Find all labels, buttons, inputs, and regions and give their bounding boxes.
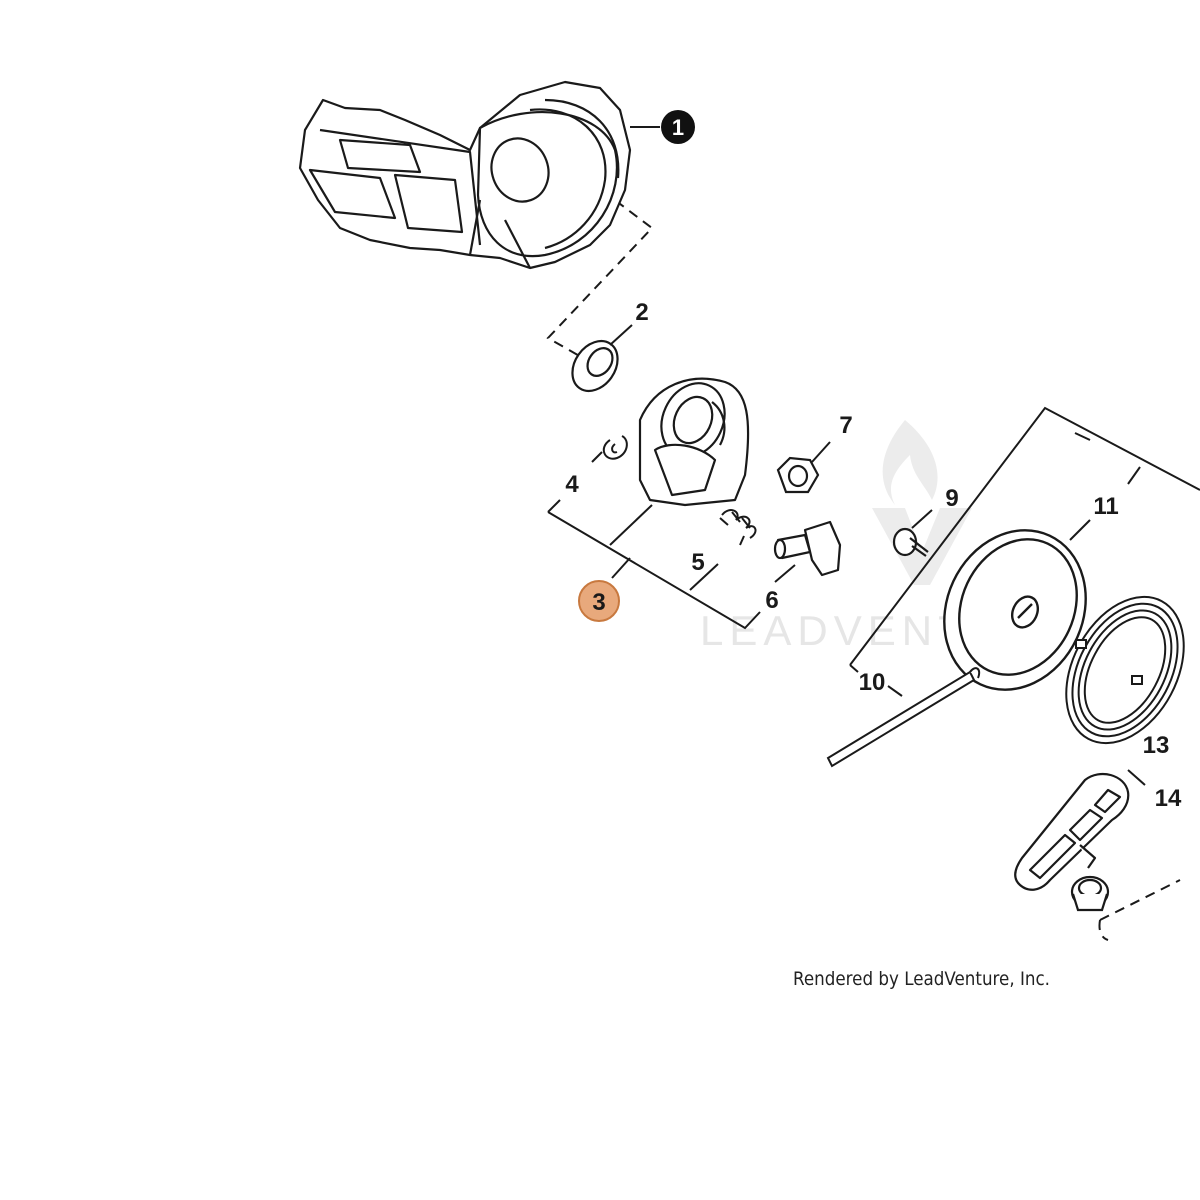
callout-14-label[interactable]: 14	[1155, 785, 1182, 812]
leader-9	[911, 509, 933, 529]
leader-11	[1069, 519, 1091, 541]
callout-13-label[interactable]: 13	[1143, 732, 1170, 759]
leader-7	[811, 441, 831, 463]
callout-9-label[interactable]: 9	[945, 485, 958, 512]
part-3-group-bracket	[547, 499, 761, 630]
render-credit: Rendered by LeadVenture, Inc.	[793, 968, 1051, 990]
leader-2	[609, 324, 633, 346]
part-14-grommet[interactable]	[1070, 875, 1110, 912]
dashed-line-14	[1098, 919, 1109, 941]
callout-5-label[interactable]: 5	[691, 549, 704, 576]
callout-1-label: 1	[672, 115, 684, 140]
dashed-alignment-lines	[546, 169, 1181, 921]
part-1-housing[interactable]	[298, 80, 632, 270]
part-7-nut[interactable]	[776, 456, 820, 494]
part-11-rope-pulley[interactable]	[919, 507, 1112, 713]
part-3-starter-housing[interactable]	[638, 373, 750, 507]
part-5-spring[interactable]	[719, 509, 757, 546]
callout-1[interactable]: 1	[661, 110, 695, 144]
part-14-rope-handle[interactable]	[1014, 772, 1130, 891]
leader-6	[774, 564, 796, 583]
leader-4	[591, 451, 603, 463]
leader-10	[887, 685, 903, 697]
callout-6-label[interactable]: 6	[765, 587, 778, 614]
callout-4-label[interactable]: 4	[565, 471, 579, 498]
part-4-clip[interactable]	[602, 435, 628, 460]
part-2-seal-ring[interactable]	[563, 332, 627, 399]
callout-10-label[interactable]: 10	[859, 669, 886, 696]
callout-3-label: 3	[592, 589, 605, 616]
flame-logo-icon	[882, 420, 938, 505]
callout-7-label[interactable]: 7	[839, 412, 852, 439]
v-logo-icon	[872, 508, 972, 585]
right-group-bracket	[849, 406, 1200, 673]
part-9-screw[interactable]	[892, 527, 929, 557]
callout-3[interactable]: 3	[578, 580, 620, 622]
callout-11-label[interactable]: 11	[1093, 493, 1118, 520]
leader-14	[1127, 769, 1146, 786]
part-10-starter-rope[interactable]	[826, 667, 981, 768]
part-13-recoil-spring[interactable]	[1042, 577, 1200, 764]
callout-2-label[interactable]: 2	[635, 299, 648, 326]
part-6-pawl[interactable]	[773, 520, 842, 577]
